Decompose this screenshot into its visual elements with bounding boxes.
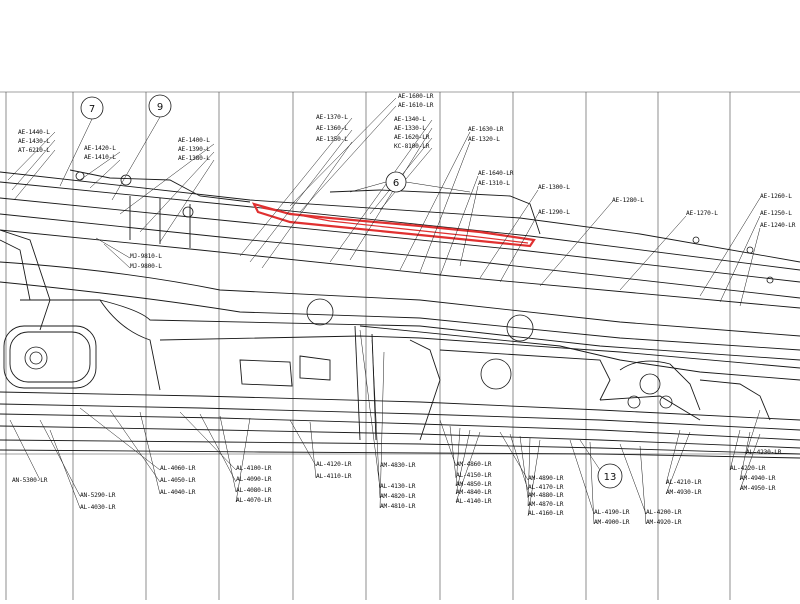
- part-label: AE-1600-LR: [398, 93, 434, 100]
- callout-leaders: [59, 116, 601, 471]
- part-label: AE-1390-L: [178, 146, 210, 153]
- part-label: AE-1310-L: [478, 180, 510, 187]
- part-label: AM-4810-LR: [380, 503, 416, 510]
- sill-outline: [0, 169, 800, 459]
- part-label: AE-1290-L: [538, 209, 570, 216]
- part-label: AE-1410-L: [84, 154, 116, 161]
- part-label: AM-4850-LR: [456, 481, 492, 488]
- part-label: AE-1360-L: [316, 125, 348, 132]
- part-label: MJ-9810-L: [130, 253, 162, 260]
- part-label: AM-4940-LR: [740, 475, 776, 482]
- part-label: AE-1640-LR: [478, 170, 514, 177]
- part-label: AL-4060-LR: [160, 465, 196, 472]
- part-label: AE-1400-L: [178, 137, 210, 144]
- part-label: AL-4110-LR: [316, 473, 352, 480]
- part-label: AL-4230-LR: [746, 449, 782, 456]
- part-label: AM-4870-LR: [528, 501, 564, 508]
- highlighted-reinforcement: [251, 202, 536, 248]
- part-label: AM-4860-LR: [456, 461, 492, 468]
- grid-lines: [0, 91, 800, 600]
- part-label: AM-4820-LR: [380, 493, 416, 500]
- callout-number-7: 7: [89, 104, 95, 115]
- part-label: AM-4830-LR: [380, 462, 416, 469]
- part-label: AN-5300-LR: [12, 477, 48, 484]
- part-label: AE-1280-L: [612, 197, 644, 204]
- part-label: AL-4050-LR: [160, 477, 196, 484]
- part-label: AL-4220-LR: [730, 465, 766, 472]
- part-label: AL-4190-LR: [594, 509, 630, 516]
- callout-number-6: 6: [393, 178, 399, 189]
- part-label: AL-4130-LR: [380, 483, 416, 490]
- part-label: AM-4840-LR: [456, 489, 492, 496]
- part-label: AL-4170-LR: [528, 484, 564, 491]
- part-number-labels: AE-1440-L AE-1430-L AT-6210-L AE-1420-L AE-1…: [12, 93, 796, 526]
- part-label: AL-4080-LR: [236, 487, 272, 494]
- part-label: AE-1620-LR: [394, 134, 430, 141]
- part-label: AL-4040-LR: [160, 489, 196, 496]
- part-label: AT-6210-L: [18, 147, 50, 154]
- part-label: AL-4120-LR: [316, 461, 352, 468]
- part-label: AE-1440-L: [18, 129, 50, 136]
- part-label: AE-1270-L: [686, 210, 718, 217]
- part-label: AM-4920-LR: [646, 519, 682, 526]
- part-label: AM-4950-LR: [740, 485, 776, 492]
- part-label: AN-5290-LR: [80, 492, 116, 499]
- part-label: AE-1330-L: [394, 125, 426, 132]
- part-label: AE-1300-L: [538, 184, 570, 191]
- part-label: AE-1370-L: [316, 114, 348, 121]
- part-label: AM-4900-LR: [594, 519, 630, 526]
- part-label: AE-1250-L: [760, 210, 792, 217]
- part-label: MJ-9800-L: [130, 263, 162, 270]
- part-label: AE-1630-LR: [468, 126, 504, 133]
- callout-number-13: 13: [604, 472, 617, 483]
- part-label: AE-1610-LR: [398, 102, 434, 109]
- part-label: AE-1340-L: [394, 116, 426, 123]
- part-label: AL-4090-LR: [236, 476, 272, 483]
- callout-circles: [80, 94, 623, 489]
- callout-13: [597, 463, 623, 489]
- part-label: AL-4200-LR: [646, 509, 682, 516]
- part-label: AE-1430-L: [18, 138, 50, 145]
- part-label: AL-4150-LR: [456, 472, 492, 479]
- part-label: KC-8100-LR: [394, 143, 430, 150]
- callout-number-9: 9: [157, 102, 163, 113]
- highlighted-part: [251, 202, 536, 248]
- leader-lines: [7, 97, 761, 525]
- part-label: AM-4890-LR: [528, 475, 564, 482]
- highlighted-reinforcement-inner: [261, 207, 529, 244]
- part-label: AE-1380-L: [178, 155, 210, 162]
- part-label: AL-4070-LR: [236, 497, 272, 504]
- part-label: AE-1260-L: [760, 193, 792, 200]
- part-label: AM-4930-LR: [666, 489, 702, 496]
- part-label: AE-1240-LR: [760, 222, 796, 229]
- callout-numbers: 7 9 6 13: [89, 102, 617, 483]
- part-label: AL-4030-LR: [80, 504, 116, 511]
- holes-and-bolts: [24, 171, 774, 409]
- part-label: AL-4160-LR: [528, 510, 564, 517]
- part-label: AL-4100-LR: [236, 465, 272, 472]
- part-label: AE-1420-L: [84, 145, 116, 152]
- part-label: AL-4140-LR: [456, 498, 492, 505]
- part-label: AL-4210-LR: [666, 479, 702, 486]
- part-label: AM-4880-LR: [528, 492, 564, 499]
- part-label: AE-1320-L: [468, 136, 500, 143]
- part-label: AE-1350-L: [316, 136, 348, 143]
